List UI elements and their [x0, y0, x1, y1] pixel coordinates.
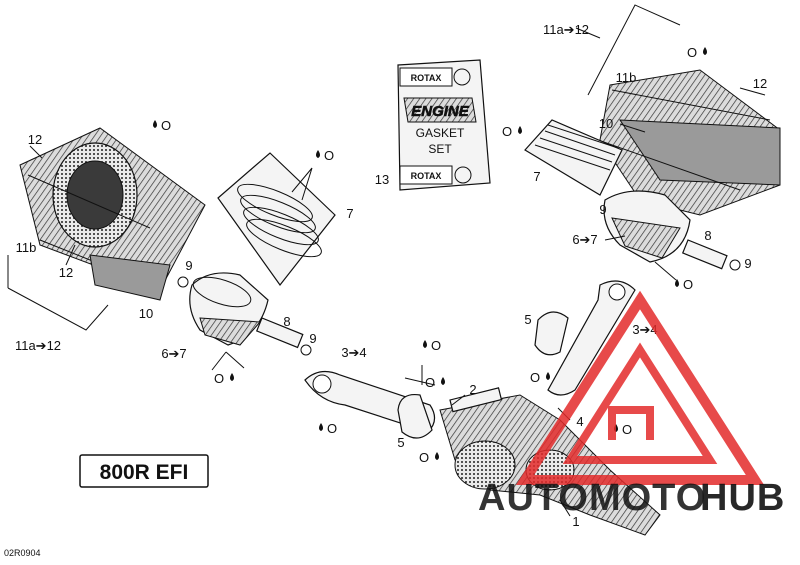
oil-mark: O: [502, 124, 512, 139]
oil-drop-icon: [518, 126, 522, 134]
gasket-kit: [397, 59, 491, 191]
left-piston: [177, 272, 312, 371]
model-label: 800R EFI: [100, 461, 189, 484]
oil-drop-icon: [153, 120, 157, 128]
kit-brand-top: ROTAX: [411, 73, 442, 83]
right-bearing: [534, 311, 569, 356]
oil-mark: O: [327, 421, 337, 436]
callout: 6➔7: [161, 346, 186, 361]
kit-line-set: SET: [428, 142, 452, 156]
oil-mark: O: [324, 148, 334, 163]
callout: 8: [283, 314, 290, 329]
callout: 7: [533, 169, 540, 184]
oil-mark: O: [161, 118, 171, 133]
oil-drop-icon: [703, 47, 707, 55]
kit-ref: 13: [375, 172, 389, 187]
oil-drop-icon: [675, 279, 679, 287]
kit-brand-bottom: ROTAX: [411, 171, 442, 181]
callout: 2: [469, 382, 476, 397]
oil-mark: O: [530, 370, 540, 385]
oil-mark: O: [622, 422, 632, 437]
callout: 10: [139, 306, 153, 321]
callout: 9: [744, 256, 751, 271]
left-bearing: [397, 393, 433, 439]
callout: 12: [28, 132, 42, 147]
callout: 9: [185, 258, 192, 273]
callout: 6➔7: [572, 232, 597, 247]
callout: 5: [397, 435, 404, 450]
callout: 9: [599, 202, 606, 217]
right-cylinder: [597, 69, 781, 216]
callout: 11b: [616, 70, 637, 85]
callout: 7: [346, 206, 353, 221]
oil-drop-icon: [316, 150, 320, 158]
oil-drop-icon: [546, 372, 550, 380]
callout: 12: [59, 265, 73, 280]
callout: 12: [753, 76, 767, 91]
left-bracket-11a-12: [7, 255, 109, 331]
right-connecting-rod: [547, 280, 636, 396]
oil-mark: O: [425, 375, 435, 390]
right-bracket-11a-12: [587, 4, 681, 96]
right-ring-set: [524, 119, 623, 196]
oil-drop-icon: [435, 452, 439, 460]
callout-labels: 11a➔12 11b 12 10 7 9 6➔7 8 9 12 11b 12 1…: [15, 22, 767, 529]
oil-drop-icon: [319, 423, 323, 431]
image-code: 02R0904: [4, 548, 41, 558]
oil-marks: O O O O O O O O O O O O: [153, 45, 707, 465]
callout: 9: [309, 331, 316, 346]
model-label-box: 800R EFI: [79, 454, 209, 488]
oil-drop-icon: [441, 377, 445, 385]
oil-mark: O: [683, 277, 693, 292]
left-ring-set: [217, 152, 336, 287]
watermark-logo: [515, 290, 765, 485]
oil-mark: O: [419, 450, 429, 465]
callout: 11a➔12: [15, 338, 61, 353]
oil-mark: O: [214, 371, 224, 386]
callout: 5: [524, 312, 531, 327]
callout: 3➔4: [341, 345, 366, 360]
callout: 8: [704, 228, 711, 243]
callout: 4: [576, 414, 583, 429]
oil-drop-icon: [230, 373, 234, 381]
kit-line-gasket: GASKET: [416, 126, 465, 140]
callout: 11a➔12: [543, 22, 589, 37]
watermark-text-automoto: AUTOMOTO: [478, 477, 706, 519]
callout: 11b: [16, 240, 37, 255]
left-cylinder: [19, 127, 206, 301]
callout: 10: [599, 116, 613, 131]
oil-mark: O: [431, 338, 441, 353]
oil-drop-icon: [423, 340, 427, 348]
oil-mark: O: [687, 45, 697, 60]
leader-lines: [29, 27, 766, 517]
kit-line-engine: ENGINE: [411, 103, 470, 120]
callout: 1: [572, 514, 579, 529]
watermark-text-hub: HUB: [700, 477, 785, 519]
